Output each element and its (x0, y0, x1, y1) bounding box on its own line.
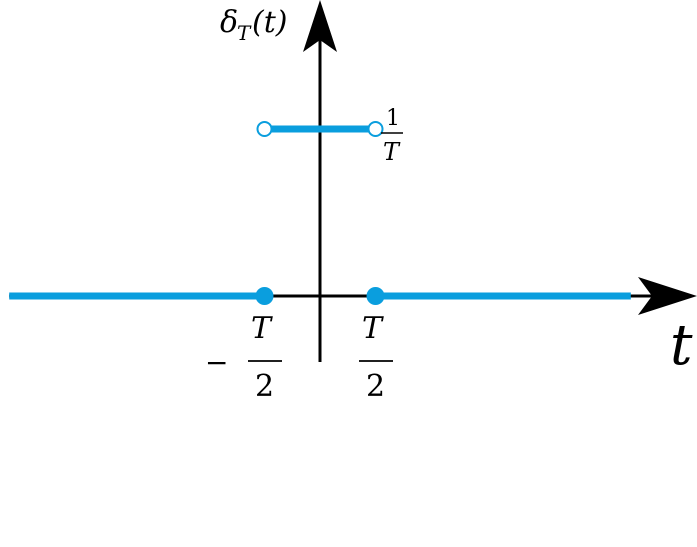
pos-tick-denominator: 2 (366, 369, 385, 404)
open-endpoint-2 (256, 121, 273, 137)
ylabel-main: δ (220, 5, 238, 40)
neg-tick-numerator: T (251, 311, 273, 346)
ylabel-subscript: T (237, 21, 252, 45)
closed-endpoint-0 (255, 287, 274, 305)
neg-tick-denominator: 2 (255, 369, 274, 404)
closed-endpoint-1 (366, 287, 385, 305)
height-label-denominator: T (383, 138, 401, 166)
y-axis-arrowhead (303, 0, 337, 52)
open-endpoint-3 (367, 121, 384, 137)
series-layer (9, 121, 631, 305)
neg-tick-minus: − (205, 346, 228, 379)
ylabel-argument: (t) (252, 5, 287, 40)
xlabel: t (670, 313, 693, 378)
x-axis-arrowhead (638, 277, 697, 315)
height-label-numerator: 1 (386, 106, 400, 131)
pos-tick-numerator: T (362, 311, 384, 346)
